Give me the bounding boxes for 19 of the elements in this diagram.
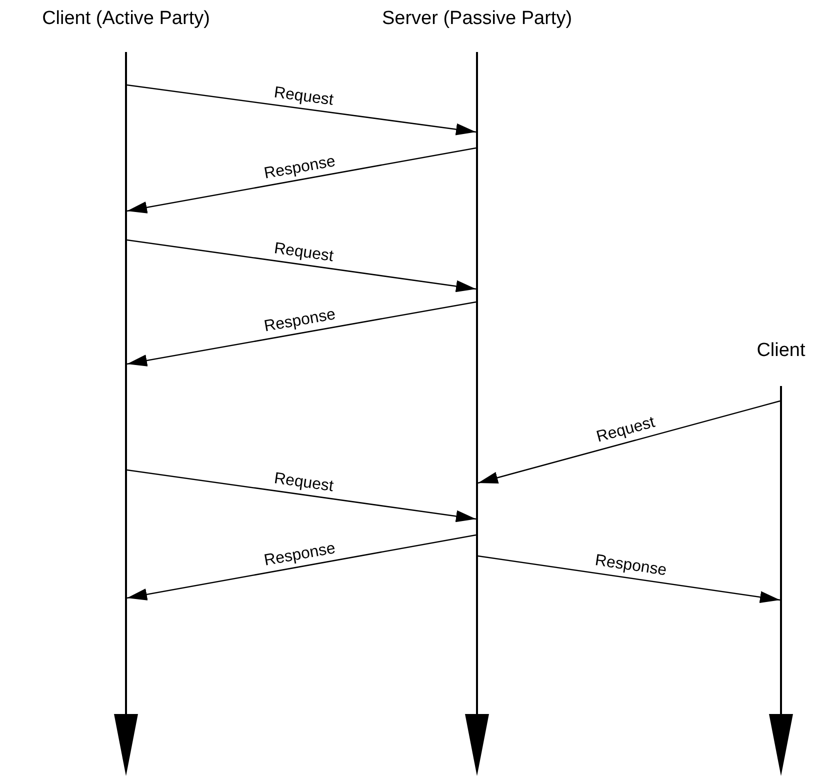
message-arrow xyxy=(478,555,780,604)
message-arrow xyxy=(126,534,476,600)
edge-label: Request xyxy=(272,84,334,110)
message-arrow xyxy=(126,84,476,136)
participant-label: Server (Passive Party) xyxy=(382,7,572,31)
message-arrow xyxy=(478,400,780,484)
participant-label: Client (Active Party) xyxy=(42,7,210,31)
message-arrow xyxy=(126,301,476,366)
edge-label: Response xyxy=(262,152,336,183)
message-arrow xyxy=(126,469,476,522)
message-arrow xyxy=(126,239,476,292)
edge-label: Request xyxy=(272,470,334,496)
message-arrow xyxy=(126,147,476,214)
edge-label: Response xyxy=(262,306,336,336)
participant-label: Client xyxy=(756,339,806,363)
edge-label: Request xyxy=(594,414,657,447)
edge-label: Request xyxy=(272,240,334,266)
edge-label: Response xyxy=(594,552,668,580)
edge-label: Response xyxy=(262,539,336,570)
